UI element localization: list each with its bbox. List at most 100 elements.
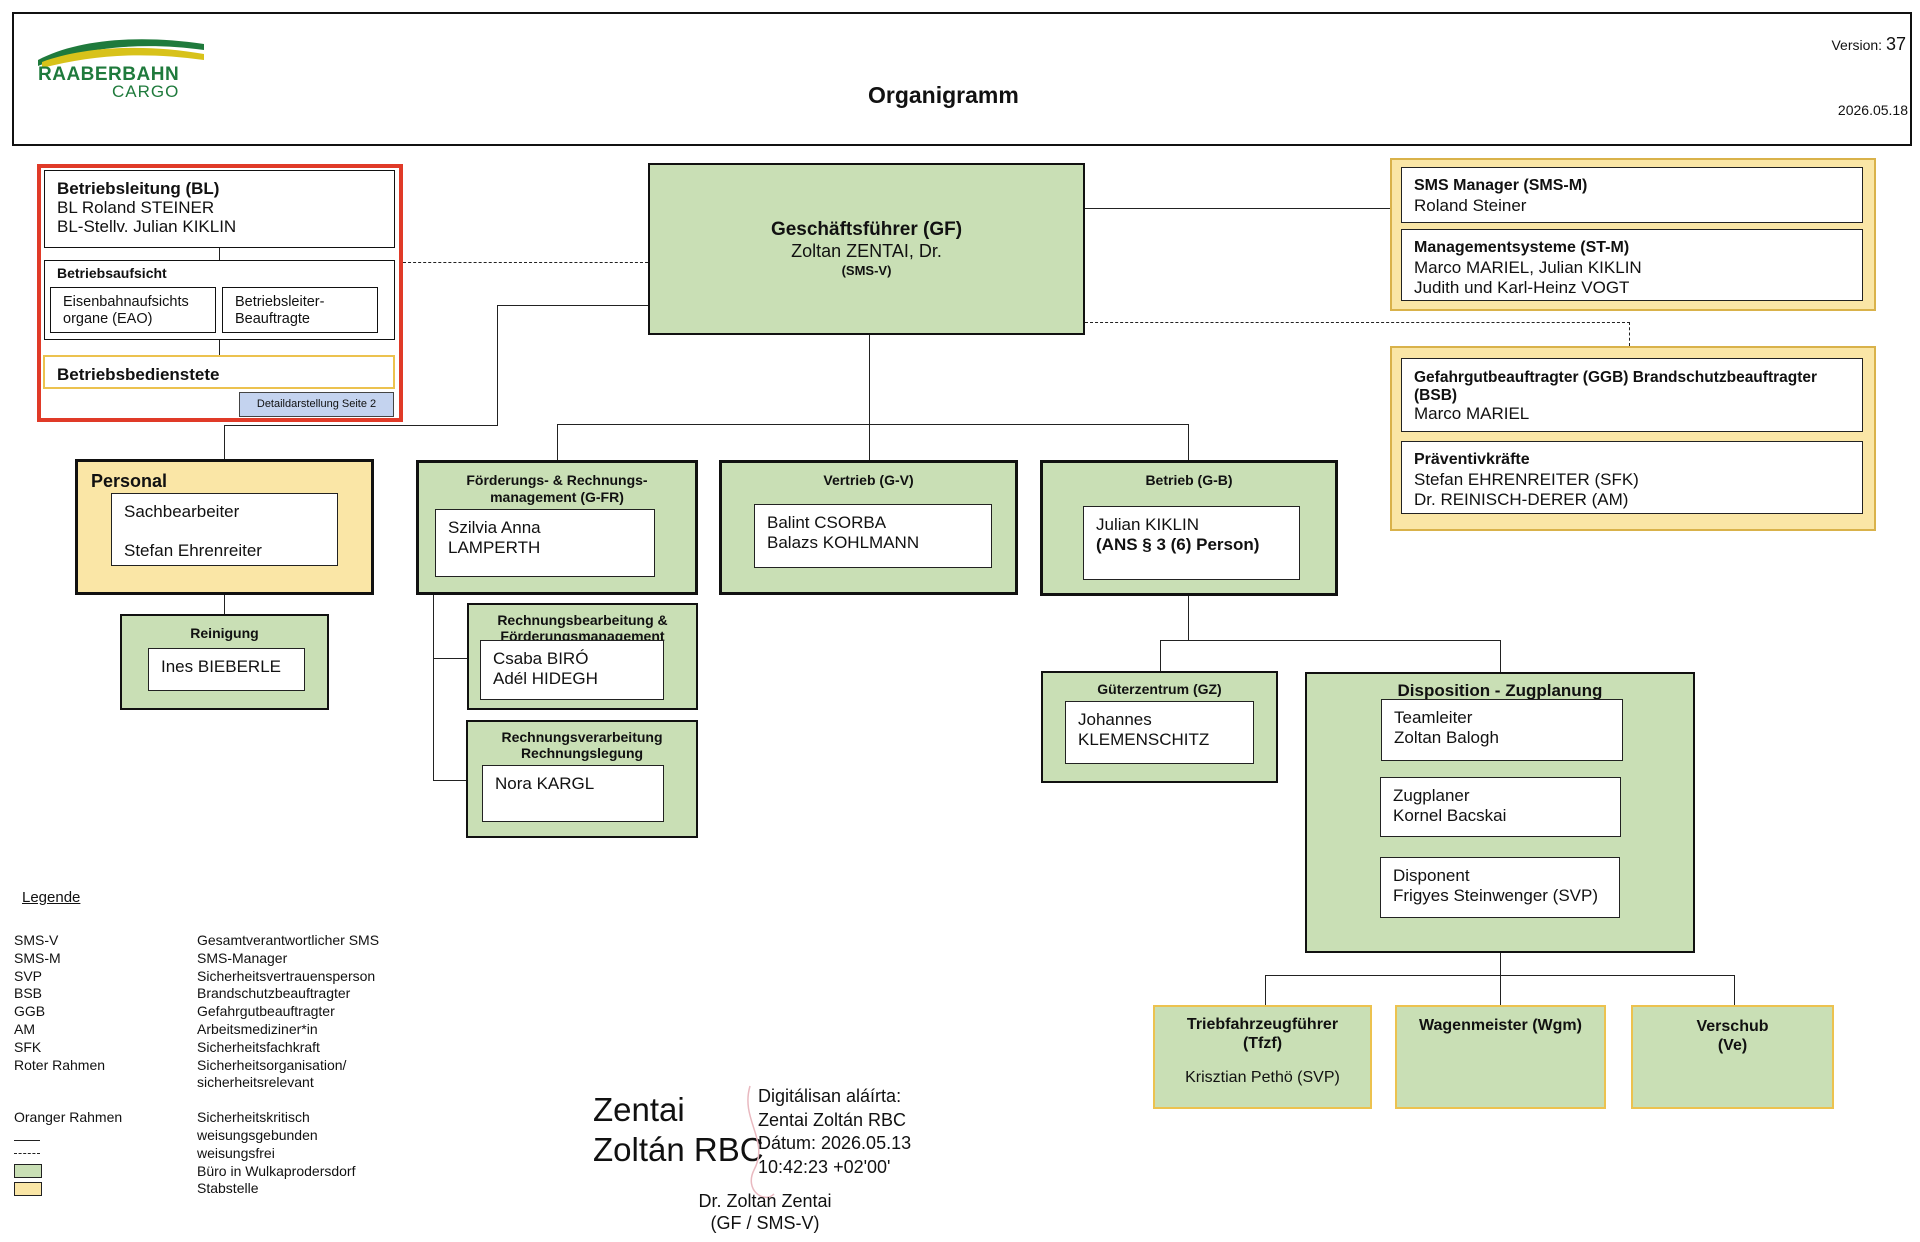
rv-title: Rechnungsverarbeitung Rechnungslegung — [468, 729, 696, 761]
legend-row: weisungsfrei — [14, 1145, 379, 1163]
gf-role: (SMS-V) — [841, 263, 892, 278]
managementsysteme-title: Managementsysteme (ST-M) — [1414, 239, 1630, 256]
betriebsleitung-line1: BL Roland STEINER — [57, 198, 215, 217]
legend-value: Gesamtverantwortlicher SMS — [197, 932, 380, 948]
connector-line — [1500, 975, 1501, 1005]
version-text: Version: — [1831, 37, 1883, 53]
teamleiter-line1: Teamleiter — [1394, 708, 1473, 727]
logo-swoosh-icon — [38, 39, 204, 68]
connector-line — [224, 425, 498, 426]
rv-name: Nora KARGL — [495, 774, 595, 793]
vertrieb-line2: Balazs KOHLMANN — [767, 533, 920, 552]
dashed-connector — [1085, 322, 1630, 323]
signature-under2: (GF / SMS-V) — [710, 1213, 820, 1233]
bl-beauftragte-box[interactable]: Betriebsleiter- Beauftragte — [222, 287, 378, 333]
legend-key: SMS-M — [14, 949, 61, 966]
connector-line — [1188, 424, 1189, 461]
sms-manager-title: SMS Manager (SMS-M) — [1414, 177, 1588, 194]
disposition-title: Disposition - Zugplanung — [1397, 681, 1603, 700]
praeventivkraefte-box[interactable]: Präventivkräfte Stefan EHRENREITER (SFK)… — [1401, 441, 1863, 514]
rb-line2: Adél HIDEGH — [493, 669, 598, 688]
reinigung-name-box[interactable]: Ines BIEBERLE — [148, 648, 305, 691]
betriebsbedienstete-box[interactable]: Betriebsbedienstete — [43, 355, 395, 389]
connector-line — [1734, 975, 1735, 1005]
detail-link-button[interactable]: Detaildarstellung Seite 2 — [239, 392, 394, 417]
gfr-person-box[interactable]: Szilvia Anna LAMPERTH — [435, 509, 655, 577]
betrieb-line1: Julian KIKLIN — [1096, 515, 1199, 534]
vertrieb-person-box[interactable]: Balint CSORBA Balazs KOHLMANN — [754, 504, 992, 568]
legend-key: GGB — [14, 1003, 46, 1020]
connector-line — [497, 305, 649, 306]
tfzf-title1: Triebfahrzeugführer — [1186, 1016, 1339, 1033]
rb-person-box[interactable]: Csaba BIRÓ Adél HIDEGH — [480, 640, 664, 700]
bl-beauftragte-line1: Betriebsleiter- — [235, 294, 325, 310]
connector-line — [224, 595, 225, 615]
gz-title: Güterzentrum (GZ) — [1097, 681, 1222, 697]
gfr-line2: LAMPERTH — [448, 538, 541, 557]
gz-line2: KLEMENSCHITZ — [1078, 730, 1210, 749]
disponent-box[interactable]: Disponent Frigyes Steinwenger (SVP) — [1380, 857, 1620, 918]
ggb-title2: (BSB) — [1414, 387, 1458, 404]
zugplaner-box[interactable]: Zugplaner Kornel Bacskai — [1380, 777, 1621, 837]
sachbearbeiter-line1: Sachbearbeiter — [124, 502, 240, 521]
legend-key: Oranger Rahmen — [14, 1109, 123, 1126]
connector-line — [1085, 208, 1392, 209]
connector-line — [869, 335, 870, 425]
version-number: 37 — [1885, 34, 1906, 54]
sachbearbeiter-box[interactable]: Sachbearbeiter Stefan Ehrenreiter — [111, 493, 338, 566]
connector-line — [433, 594, 434, 781]
legend-row: Büro in Wulkaprodersdorf — [14, 1163, 379, 1181]
eao-box[interactable]: Eisenbahnaufsichts organe (EAO) — [50, 287, 216, 333]
legend-key: BSB — [14, 985, 43, 1002]
betriebsleitung-box[interactable]: Betriebsleitung (BL) BL Roland STEINER B… — [44, 170, 395, 248]
wgm-title: Wagenmeister (Wgm) — [1419, 1017, 1582, 1034]
signature-name1: Zentai — [593, 1091, 685, 1128]
betriebsleitung-line2: BL-Stellv. Julian KIKLIN — [57, 217, 237, 236]
betriebsaufsicht-title: Betriebsaufsicht — [57, 265, 167, 281]
ggb-box[interactable]: Gefahrgutbeauftragter (GGB) Brandschutzb… — [1401, 358, 1863, 432]
green-swatch — [14, 1164, 42, 1179]
wagenmeister-box[interactable]: Wagenmeister (Wgm) — [1395, 1005, 1606, 1109]
ve-title2: (Ve) — [1717, 1037, 1748, 1054]
gz-person-box[interactable]: Johannes KLEMENSCHITZ — [1065, 701, 1254, 764]
legend-key: SMS-V — [14, 932, 59, 948]
signature-name2: Zoltán RBC — [593, 1131, 764, 1168]
sms-manager-box[interactable]: SMS Manager (SMS-M) Roland Steiner — [1401, 167, 1863, 223]
connector-line — [219, 340, 220, 355]
managementsysteme-box[interactable]: Managementsysteme (ST-M) Marco MARIEL, J… — [1401, 229, 1863, 301]
teamleiter-box[interactable]: Teamleiter Zoltan Balogh — [1381, 699, 1623, 761]
legend-value: sicherheitsrelevant — [197, 1074, 314, 1091]
teamleiter-line2: Zoltan Balogh — [1394, 728, 1499, 747]
legend-row: sicherheitsrelevant — [14, 1074, 379, 1092]
praeventivkraefte-title: Präventivkräfte — [1414, 451, 1530, 468]
geschaeftsfuehrer-box[interactable]: Geschäftsführer (GF) Zoltan ZENTAI, Dr. … — [648, 163, 1085, 335]
managementsysteme-line1: Marco MARIEL, Julian KIKLIN — [1414, 258, 1642, 277]
reinigung-name: Ines BIEBERLE — [161, 657, 282, 676]
ve-title1: Verschub — [1696, 1018, 1769, 1035]
rv-person-box[interactable]: Nora KARGL — [482, 765, 664, 822]
betriebsaufsicht-box[interactable]: Betriebsaufsicht Eisenbahnaufsichts orga… — [44, 260, 395, 340]
connector-line — [1188, 596, 1189, 640]
rb-title1: Rechnungsbearbeitung & — [497, 612, 668, 628]
verschub-box[interactable]: Verschub (Ve) — [1631, 1005, 1834, 1109]
legend-key — [14, 1127, 197, 1145]
signature-under1: Dr. Zoltan Zentai — [698, 1191, 832, 1211]
dashed-connector — [1629, 322, 1630, 346]
tfzf-box[interactable]: Triebfahrzeugführer (Tfzf) Krisztian Pet… — [1153, 1005, 1372, 1109]
legend-value: Stabstelle — [197, 1180, 259, 1197]
signature-caption: Dr. Zoltan Zentai (GF / SMS-V) — [690, 1190, 840, 1234]
logo-text: RAABERBAHN — [38, 64, 180, 85]
zugplaner-line2: Kornel Bacskai — [1393, 806, 1507, 825]
betriebsbedienstete-label: Betriebsbedienstete — [57, 365, 220, 384]
gf-title: Geschäftsführer (GF) — [770, 219, 963, 240]
legend-key — [14, 1145, 197, 1163]
betrieb-person-box[interactable]: Julian KIKLIN (ANS § 3 (6) Person) — [1083, 506, 1300, 580]
tfzf-title2: (Tfzf) — [1242, 1035, 1283, 1052]
legend-row: weisungsgebunden — [14, 1127, 379, 1145]
